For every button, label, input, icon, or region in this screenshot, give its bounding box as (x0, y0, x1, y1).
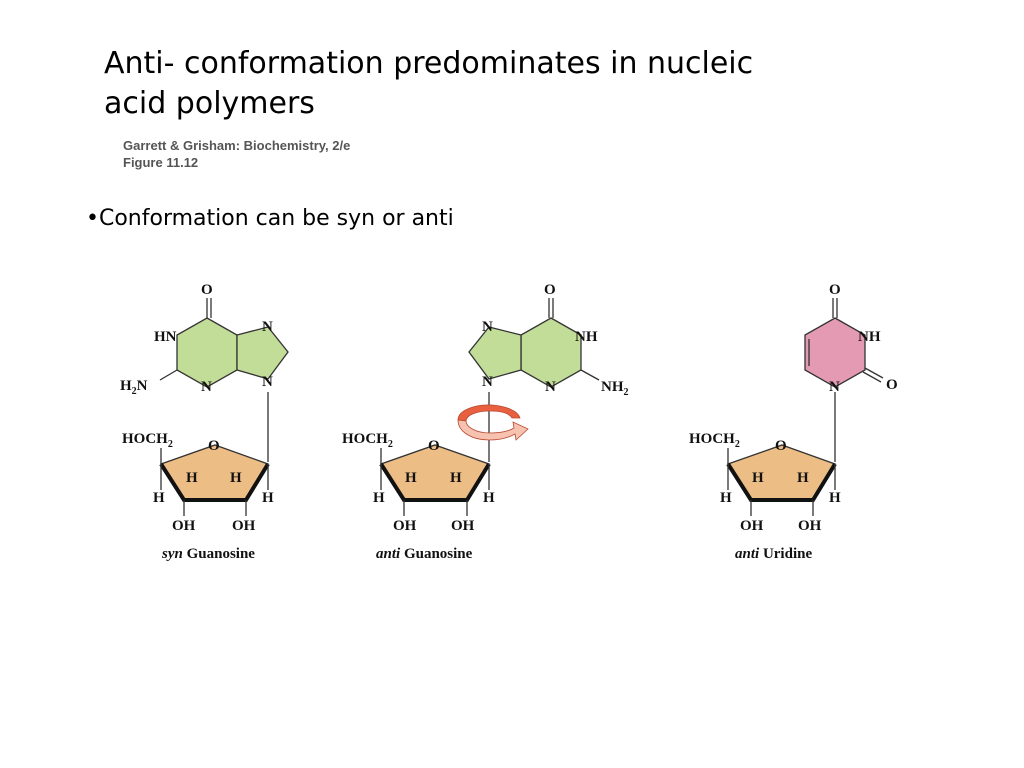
anti-g-n3-label: N (545, 379, 556, 395)
uridine-h-inner-right: H (797, 470, 809, 486)
syn-oh-right: OH (232, 518, 256, 534)
anti-g-amine-label: NH2 (601, 379, 629, 398)
anti-g-five-membered-ring (468, 326, 522, 380)
syn-h-inner-right: H (230, 470, 242, 486)
syn-amine-label: H2N (120, 378, 148, 397)
syn-hoch2-label: HOCH2 (122, 431, 173, 450)
uridine-right-oxygen-label: O (886, 377, 898, 393)
anti-g-n9-label: N (482, 374, 493, 390)
anti-g-six-membered-ring (520, 317, 582, 388)
syn-n3-label: N (201, 379, 212, 395)
syn-n1-label: HN (154, 329, 177, 345)
syn-guanosine: O HN N N N H2N HOCH2 O H H H H OH OH syn… (120, 282, 289, 562)
uridine-ring-oxygen-label: O (775, 438, 787, 454)
uridine-hoch2-label: HOCH2 (689, 431, 740, 450)
anti-g-ring-oxygen-label: O (428, 438, 440, 454)
anti-g-h-inner-right: H (450, 470, 462, 486)
syn-h-outer-right: H (262, 490, 274, 506)
uridine-pyrimidine-ring (804, 317, 866, 388)
anti-guanosine: O NH N N N NH2 HOCH2 O H H H H OH OH ant… (342, 282, 629, 562)
uridine-n3-label: NH (858, 329, 881, 345)
anti-g-h-outer-right: H (483, 490, 495, 506)
anti-uridine: O NH O N HOCH2 O H H H H OH OH anti Urid… (689, 282, 898, 562)
anti-g-carbonyl-oxygen-label: O (544, 282, 556, 298)
uridine-h-outer-left: H (720, 490, 732, 506)
figure-credit: Garrett & Grisham: Biochemistry, 2/e Fig… (123, 137, 350, 171)
syn-guanosine-caption: syn Guanosine (161, 546, 255, 562)
syn-five-membered-ring (236, 326, 289, 380)
uridine-oh-right: OH (798, 518, 822, 534)
uridine-h-outer-right: H (829, 490, 841, 506)
syn-n7-label: N (262, 319, 273, 335)
syn-oh-left: OH (172, 518, 196, 534)
uridine-h-inner-left: H (752, 470, 764, 486)
rotation-arrow-icon (457, 404, 529, 441)
credit-book: Garrett & Grisham: Biochemistry, 2/e (123, 138, 351, 153)
anti-g-hoch2-label: HOCH2 (342, 431, 393, 450)
anti-g-n1-label: NH (575, 329, 598, 345)
uridine-n1-label: N (829, 379, 840, 395)
uridine-oh-left: OH (740, 518, 764, 534)
uridine-top-oxygen-label: O (829, 282, 841, 298)
anti-guanosine-caption: anti Guanosine (376, 546, 473, 562)
syn-h-inner-left: H (186, 470, 198, 486)
syn-h-outer-left: H (153, 490, 165, 506)
slide-title: Anti- conformation predominates in nucle… (104, 46, 754, 121)
anti-uridine-caption: anti Uridine (735, 546, 812, 562)
syn-ring-oxygen-label: O (208, 438, 220, 454)
syn-carbonyl-oxygen-label: O (201, 282, 213, 298)
syn-six-membered-ring (176, 317, 238, 388)
anti-g-oh-right: OH (451, 518, 475, 534)
credit-figure-number: Figure 11.12 (123, 155, 199, 170)
anti-g-oh-left: OH (393, 518, 417, 534)
syn-n9-label: N (262, 374, 273, 390)
anti-g-n7-label: N (482, 319, 493, 335)
bullet-point: •Conformation can be syn or anti (86, 206, 454, 231)
anti-g-h-outer-left: H (373, 490, 385, 506)
anti-g-h-inner-left: H (405, 470, 417, 486)
